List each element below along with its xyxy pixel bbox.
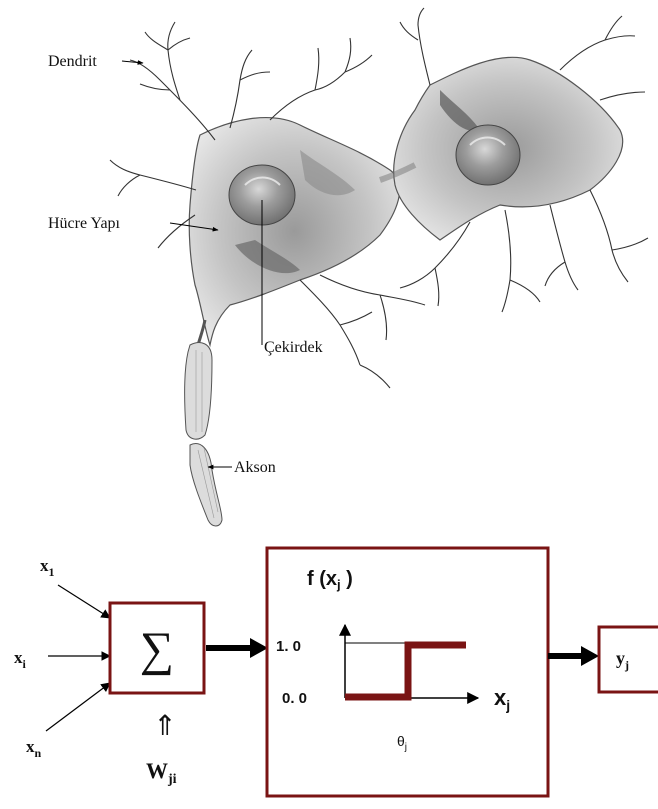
label-dendrite: Dendrit xyxy=(48,53,97,70)
input-xn: xn xyxy=(26,737,42,760)
input-xn-arrow xyxy=(46,683,110,731)
label-axon: Akson xyxy=(234,459,276,476)
artificial-neuron-model: x1 xi xn ∑ ⇑ Wji f (xj ) 1. 0 0. 0 xj θj xyxy=(14,548,658,796)
label-cell-body: Hücre Yapı xyxy=(48,215,121,232)
summation-symbol: ∑ xyxy=(140,623,174,676)
input-xi: xi xyxy=(14,648,27,671)
weight-arrow: ⇑ xyxy=(153,711,176,742)
input-x1: x1 xyxy=(40,556,55,579)
left-cell-body xyxy=(189,118,399,345)
weight-label: Wji xyxy=(146,758,177,787)
axon xyxy=(185,320,222,526)
input-x1-arrow xyxy=(58,585,110,618)
y-low-label: 0. 0 xyxy=(282,690,307,707)
right-nucleus xyxy=(456,125,520,185)
y-high-label: 1. 0 xyxy=(276,638,301,655)
label-nucleus: Çekirdek xyxy=(264,339,323,356)
neuron-illustration xyxy=(110,8,648,526)
activation-title: f (xj ) xyxy=(307,568,353,592)
